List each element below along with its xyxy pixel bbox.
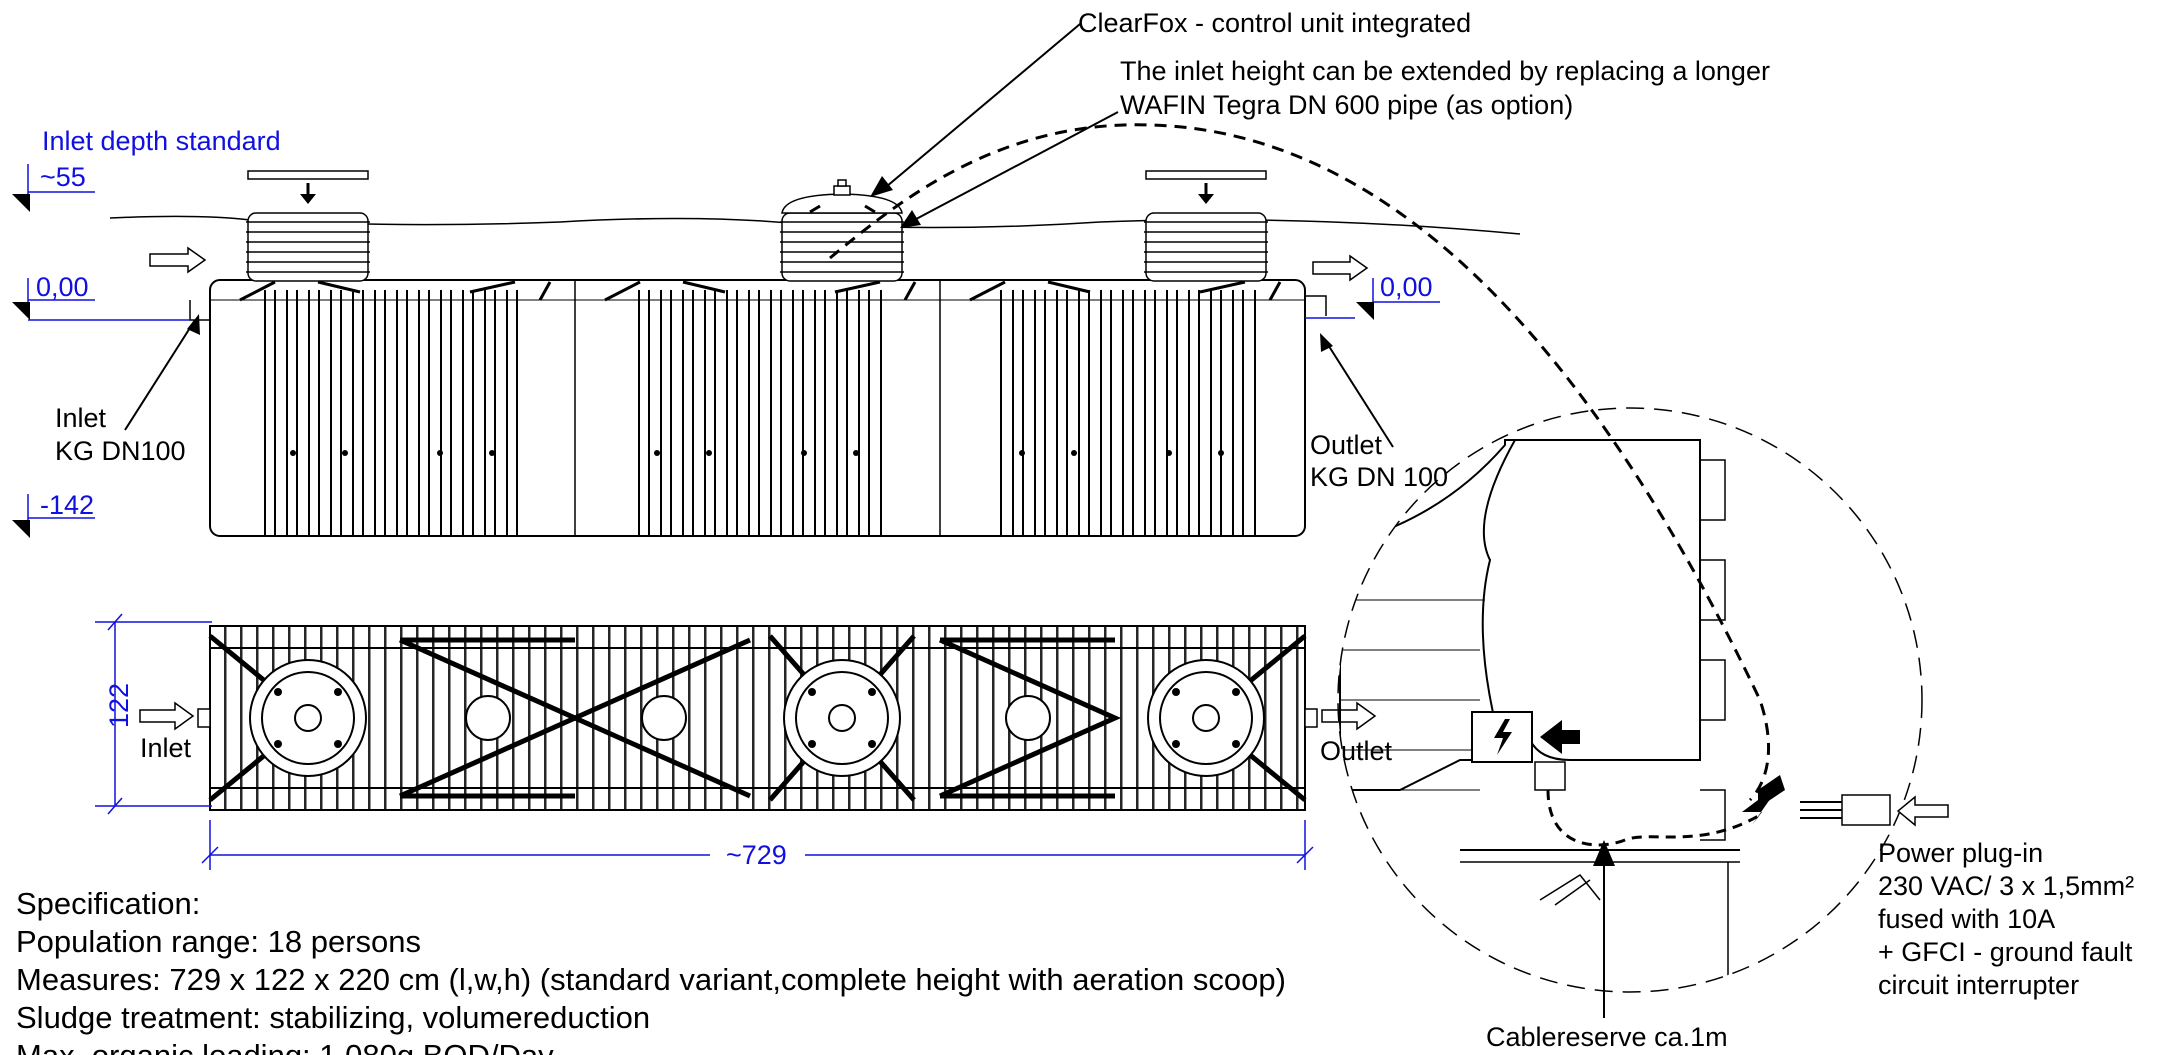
level-top: ~55 bbox=[40, 162, 86, 192]
plan-dimensions bbox=[95, 613, 1314, 870]
cable-reserve-label: Cablereserve ca.1m bbox=[1486, 1022, 1728, 1052]
outflow-arrow bbox=[1312, 254, 1369, 282]
riser-left bbox=[246, 212, 370, 282]
inlet-label-line2: KG DN100 bbox=[55, 436, 186, 466]
power-arrow bbox=[1896, 795, 1949, 827]
detail-circle-outline bbox=[1337, 407, 1923, 993]
plan-view: Inlet Outlet bbox=[139, 625, 1393, 811]
clearfox-label: ClearFox - control unit integrated bbox=[1078, 8, 1471, 38]
power-plug-line5: circuit interrupter bbox=[1878, 970, 2079, 1000]
power-plug-line4: + GFCI - ground fault bbox=[1878, 937, 2133, 967]
outlet-label-line1: Outlet bbox=[1310, 430, 1383, 460]
plan-length-dimension: ~729 bbox=[726, 840, 787, 870]
power-plug-line2: 230 VAC/ 3 x 1,5mm² bbox=[1878, 871, 2134, 901]
tank-ribs bbox=[262, 290, 1256, 535]
power-plug bbox=[1841, 794, 1891, 826]
spec-organic: Max. organic loading: 1.080g BOD/Day bbox=[16, 1038, 554, 1055]
tank-body bbox=[209, 279, 1306, 537]
cable-loop-dashed bbox=[1546, 789, 1761, 847]
riser-middle bbox=[780, 179, 904, 282]
inlet-height-note-line1: The inlet height can be extended by repl… bbox=[1120, 56, 1770, 86]
plan-inflow-arrow bbox=[139, 701, 195, 731]
cable-path-dashed bbox=[829, 123, 1770, 802]
power-plug-line3: fused with 10A bbox=[1878, 904, 2055, 934]
plan-outlet-label: Outlet bbox=[1320, 736, 1393, 766]
inlet-label-line1: Inlet bbox=[55, 403, 107, 433]
spec-title: Specification: bbox=[16, 886, 200, 921]
control-arrow bbox=[1540, 720, 1580, 754]
level-bottom: -142 bbox=[40, 490, 94, 520]
level-triangles bbox=[12, 194, 1374, 538]
lightning-icon bbox=[1494, 719, 1512, 755]
spec-sludge: Sludge treatment: stabilizing, volumered… bbox=[16, 1000, 650, 1035]
spec-population: Population range: 18 persons bbox=[16, 924, 421, 959]
outlet-pipe bbox=[1305, 295, 1327, 316]
inflow-arrow bbox=[149, 246, 207, 274]
detail-view: Power plug-in 230 VAC/ 3 x 1,5mm² fused … bbox=[1337, 407, 2134, 1052]
power-plug-line1: Power plug-in bbox=[1878, 838, 2043, 868]
riser-right bbox=[1144, 212, 1268, 282]
spec-measures: Measures: 729 x 122 x 220 cm (l,w,h) (st… bbox=[16, 962, 1286, 997]
plan-inlet-label: Inlet bbox=[140, 733, 192, 763]
load-arrows bbox=[247, 170, 1267, 204]
inlet-depth-title: Inlet depth standard bbox=[42, 126, 281, 156]
side-view: ClearFox - control unit integrated The i… bbox=[55, 8, 1770, 802]
level-zero-left: 0,00 bbox=[36, 272, 89, 302]
level-markers bbox=[27, 164, 1440, 520]
outlet-label-line2: KG DN 100 bbox=[1310, 462, 1448, 492]
inlet-pipe bbox=[189, 300, 210, 321]
plan-width-dimension: 122 bbox=[104, 683, 134, 728]
specification-block: Specification: Population range: 18 pers… bbox=[16, 886, 1286, 1055]
level-zero-right: 0,00 bbox=[1380, 272, 1433, 302]
inlet-height-note-line2: WAFIN Tegra DN 600 pipe (as option) bbox=[1120, 90, 1573, 120]
plan-outflow-arrow bbox=[1321, 701, 1377, 731]
